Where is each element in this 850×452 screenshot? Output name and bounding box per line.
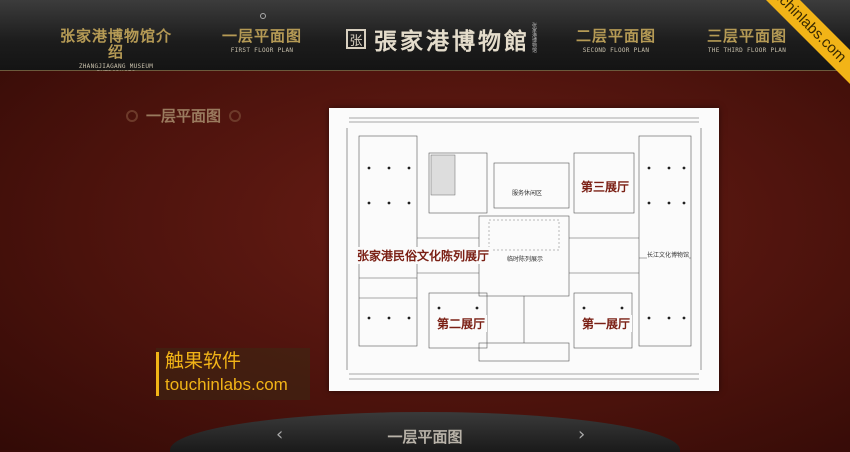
nav-third-floor-label: 三层平面图 xyxy=(706,27,787,45)
watermark-badge: 触果软件 touchinlabs.com xyxy=(156,348,310,400)
section-title: 一层平面图 xyxy=(126,105,242,126)
indicator-dot-icon xyxy=(260,13,266,19)
next-arrow-icon[interactable]: › xyxy=(578,424,586,445)
service-area-label: 服务休闲区 xyxy=(512,188,543,197)
logo-text: 張家港博物館 xyxy=(374,28,530,55)
ring-icon xyxy=(229,109,242,122)
logo-small-text: 张家港博物馆 xyxy=(532,23,538,54)
watermark-bar xyxy=(156,352,159,396)
nav-third-floor-sublabel: THE THIRD FLOOR PLAN xyxy=(707,47,787,54)
bottom-title: 一层平面图 xyxy=(387,428,463,446)
top-navigation-bar: 张家港博物馆介绍 ZHANGJIAGANG MUSEUM INTRODUCES … xyxy=(0,0,850,77)
floor-plan-drawing xyxy=(346,117,702,380)
seal-icon: 张 xyxy=(346,29,366,49)
nav-second-floor-sublabel: SECOND FLOOR PLAN xyxy=(582,47,650,54)
nav-second-floor-label: 二层平面图 xyxy=(576,27,657,45)
nav-third-floor[interactable]: 三层平面图 THE THIRD FLOOR PLAN xyxy=(706,28,788,54)
nav-first-floor-sublabel: FIRST FLOOR PLAN xyxy=(230,47,294,54)
nav-second-floor[interactable]: 二层平面图 SECOND FLOOR PLAN xyxy=(576,28,656,54)
folk-hall-label: 张家港民俗文化陈列展厅 xyxy=(355,247,492,264)
yangtze-museum-label: 长江文化博物馆 xyxy=(647,250,690,259)
ring-icon xyxy=(126,109,138,122)
section-title-text: 一层平面图 xyxy=(146,107,222,125)
nav-museum-intro-label: 张家港博物馆介绍 xyxy=(59,27,172,61)
watermark-cn: 触果软件 xyxy=(165,350,242,372)
museum-logo[interactable]: 张 張家港博物館 张家港博物馆 xyxy=(346,23,538,55)
hall-2-label: 第二展厅 xyxy=(435,315,488,332)
nav-first-floor[interactable]: 一层平面图 FIRST FLOOR PLAN xyxy=(222,28,302,54)
prev-arrow-icon[interactable]: ‹ xyxy=(276,424,284,445)
nav-first-floor-label: 一层平面图 xyxy=(222,27,303,45)
floor-plan-image[interactable]: 第三展厅 张家港民俗文化陈列展厅 第二展厅 第一展厅 服务休闲区 临时陈列展示 … xyxy=(329,108,719,391)
hall-1-label: 第一展厅 xyxy=(580,315,633,332)
watermark-en: touchinlabs.com xyxy=(165,375,288,394)
hall-3-label: 第三展厅 xyxy=(579,178,632,195)
nav-museum-intro[interactable]: 张家港博物馆介绍 ZHANGJIAGANG MUSEUM INTRODUCES xyxy=(58,28,174,77)
temporary-exhibit-label: 临时陈列展示 xyxy=(507,254,544,263)
